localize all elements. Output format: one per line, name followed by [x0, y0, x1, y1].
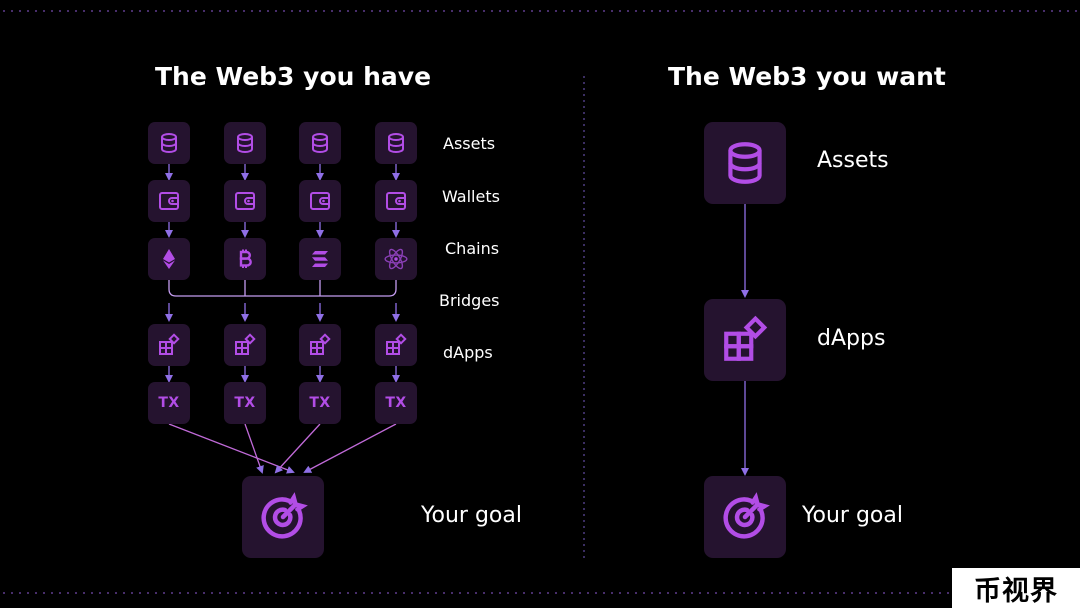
- target-icon: [723, 492, 770, 539]
- right-label-dapps: dApps: [817, 326, 886, 351]
- asset-node-3: [299, 122, 341, 164]
- wallet-node-4: [375, 180, 417, 222]
- right-dapps-node: [704, 299, 786, 381]
- label-assets: Assets: [443, 134, 496, 153]
- wallet-node-1: [148, 180, 190, 222]
- apps-grid-icon: [724, 315, 768, 361]
- chain-node-bitcoin: [224, 238, 266, 280]
- tx-node-2: TX: [224, 382, 266, 424]
- label-chains: Chains: [445, 239, 500, 258]
- asset-node-1: [148, 122, 190, 164]
- wallet-icon: [386, 192, 406, 210]
- ethereum-icon: [163, 249, 175, 269]
- top-dotted-border: [0, 10, 1080, 12]
- left-title: The Web3 you have: [155, 62, 432, 91]
- bridge-connector: [168, 280, 397, 297]
- label-bridges: Bridges: [439, 291, 500, 310]
- right-label-your-goal: Your goal: [802, 503, 903, 528]
- goal-node-left: [242, 476, 324, 558]
- coins-stack-icon: [237, 133, 253, 154]
- dapp-node-3: [299, 324, 341, 366]
- solana-icon: [312, 251, 328, 267]
- label-wallets: Wallets: [442, 187, 500, 206]
- bottom-dotted-border: [0, 592, 1080, 594]
- apps-grid-icon: [386, 333, 407, 355]
- chain-node-ethereum: [148, 238, 190, 280]
- arrow-tx-goal-2: [244, 423, 264, 474]
- watermark-badge: 币视界: [952, 568, 1080, 608]
- coins-stack-icon: [312, 133, 328, 154]
- right-label-assets: Assets: [817, 148, 889, 173]
- arrow-tx-goal-4: [303, 423, 397, 473]
- cosmos-atom-icon: [384, 248, 408, 270]
- asset-node-2: [224, 122, 266, 164]
- chain-node-solana: [299, 238, 341, 280]
- target-icon: [261, 492, 308, 539]
- chain-node-cosmos: [375, 238, 417, 280]
- wallet-icon: [310, 192, 330, 210]
- bitcoin-icon: [239, 249, 252, 268]
- coins-stack-icon: [388, 133, 404, 154]
- dapp-node-4: [375, 324, 417, 366]
- asset-node-4: [375, 122, 417, 164]
- wallet-node-3: [299, 180, 341, 222]
- arrow-tx-goal-3: [274, 423, 321, 474]
- label-your-goal-left: Your goal: [421, 503, 522, 528]
- dapp-node-1: [148, 324, 190, 366]
- arrow-tx-goal-1: [168, 423, 295, 474]
- tx-node-4: TX: [375, 382, 417, 424]
- coins-stack-icon: [728, 142, 762, 184]
- coins-stack-icon: [161, 133, 177, 154]
- apps-grid-icon: [310, 333, 331, 355]
- vertical-divider: [583, 74, 585, 560]
- apps-grid-icon: [235, 333, 256, 355]
- right-title: The Web3 you want: [668, 62, 946, 91]
- tx-node-3: TX: [299, 382, 341, 424]
- label-dapps: dApps: [443, 343, 493, 362]
- wallet-icon: [159, 192, 179, 210]
- apps-grid-icon: [159, 333, 180, 355]
- wallet-icon: [235, 192, 255, 210]
- right-goal-node: [704, 476, 786, 558]
- tx-node-1: TX: [148, 382, 190, 424]
- wallet-node-2: [224, 180, 266, 222]
- right-assets-node: [704, 122, 786, 204]
- dapp-node-2: [224, 324, 266, 366]
